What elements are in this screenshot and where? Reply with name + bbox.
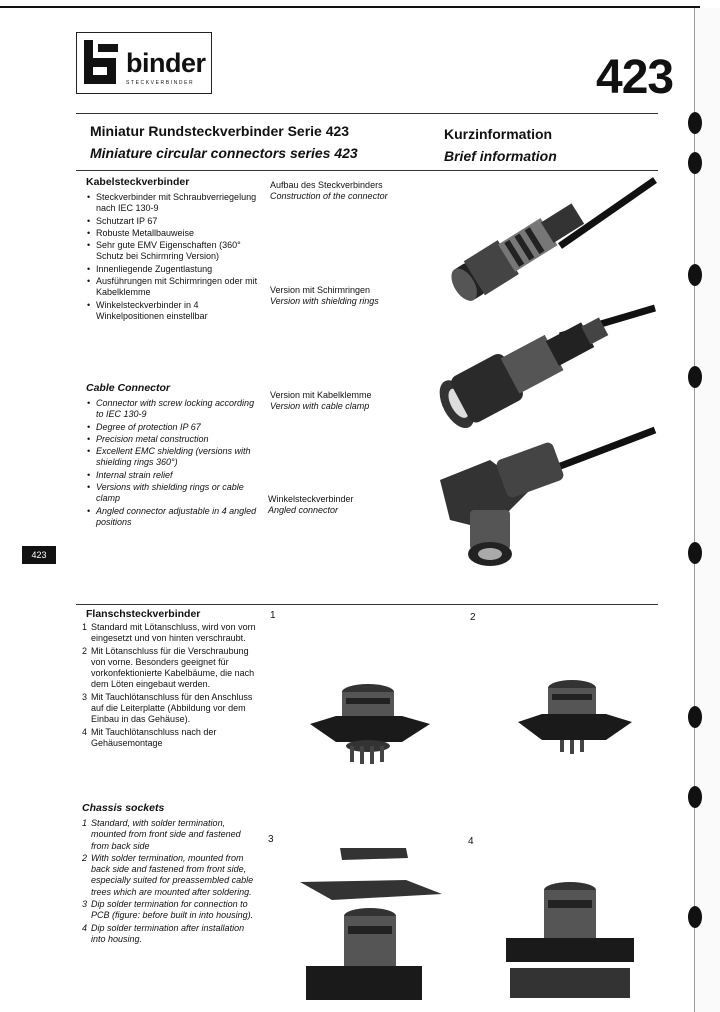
list-item: Innenliegende Zugentlastung xyxy=(86,264,262,276)
list-item: Winkelsteckverbinder in 4 Winkelposition… xyxy=(86,300,262,323)
cable-features-de: Steckverbinder mit Schraubverriegelung n… xyxy=(86,192,262,323)
list-item: Steckverbinder mit Schraubverriegelung n… xyxy=(86,192,262,215)
list-item: Internal strain relief xyxy=(86,470,262,482)
chassis-socket-image-4 xyxy=(506,882,634,998)
punch-hole-icon xyxy=(688,542,702,564)
brief-info-heading-de: Kurzinformation xyxy=(444,126,553,142)
list-item: Ausführungen mit Schirmringen oder mit K… xyxy=(86,276,262,299)
caption-shielding-rings: Version mit Schirmringen Version with sh… xyxy=(270,285,379,306)
cable-connector-construction-image xyxy=(451,177,657,301)
punch-hole-icon xyxy=(688,786,702,808)
chassis-socket-image-3 xyxy=(300,848,442,1000)
chassis-socket-image-2 xyxy=(518,680,632,754)
section-tab: 423 xyxy=(22,546,56,564)
page-title-en: Miniature circular connectors series 423 xyxy=(90,145,358,161)
list-item: Excellent EMC shielding (versions with s… xyxy=(86,446,262,469)
list-item: Degree of protection IP 67 xyxy=(86,422,262,434)
brand-tagline: STECKVERBINDER xyxy=(126,80,195,86)
header-divider xyxy=(76,113,658,114)
figure-number: 3 xyxy=(268,834,274,845)
top-rule xyxy=(0,6,700,8)
binder-logo-icon xyxy=(84,40,118,84)
punch-hole-icon xyxy=(688,264,702,286)
list-item: Connector with screw locking according t… xyxy=(86,398,262,421)
list-item: Sehr gute EMV Eigenschaften (360° Schutz… xyxy=(86,240,262,263)
list-item: Schutzart IP 67 xyxy=(86,216,262,228)
brand-logo xyxy=(76,32,212,94)
punch-hole-icon xyxy=(688,906,702,928)
series-number: 423 xyxy=(596,51,674,104)
angled-connector-image xyxy=(440,426,657,566)
page-title-de: Miniatur Rundsteckverbinder Serie 423 xyxy=(90,123,350,139)
punch-hole-icon xyxy=(688,152,702,174)
page-binding-edge xyxy=(694,8,720,1012)
figure-number: 1 xyxy=(270,610,276,621)
cable-connector-heading-en: Cable Connector xyxy=(86,382,171,394)
caption-angled: Winkelsteckverbinder Angled connector xyxy=(268,494,354,515)
figure-number: 2 xyxy=(470,612,476,623)
list-item: Versions with shielding rings or cable c… xyxy=(86,482,262,505)
cable-connector-heading-de: Kabelsteckverbinder xyxy=(86,176,190,188)
punch-hole-icon xyxy=(688,366,702,388)
caption-construction: Aufbau des Steckverbinders Construction … xyxy=(270,180,388,201)
list-item: Precision metal construction xyxy=(86,434,262,446)
chassis-socket-heading-de: Flanschsteckverbinder xyxy=(86,608,201,620)
brief-info-heading-en: Brief information xyxy=(444,148,557,164)
chassis-socket-heading-en: Chassis sockets xyxy=(82,802,165,814)
chassis-socket-image-1 xyxy=(310,684,430,764)
punch-hole-icon xyxy=(688,112,702,134)
title-divider xyxy=(76,170,658,171)
section-divider xyxy=(76,604,658,605)
cable-connector-shielding-image xyxy=(439,304,656,429)
list-item: Angled connector adjustable in 4 angled … xyxy=(86,506,262,529)
brand-name: binder xyxy=(126,48,206,78)
figure-number: 4 xyxy=(468,836,474,847)
punch-hole-icon xyxy=(688,706,702,728)
cable-features-en: Connector with screw locking according t… xyxy=(86,398,262,529)
caption-cable-clamp: Version mit Kabelklemme Version with cab… xyxy=(270,390,372,411)
list-item: Robuste Metallbauweise xyxy=(86,228,262,240)
